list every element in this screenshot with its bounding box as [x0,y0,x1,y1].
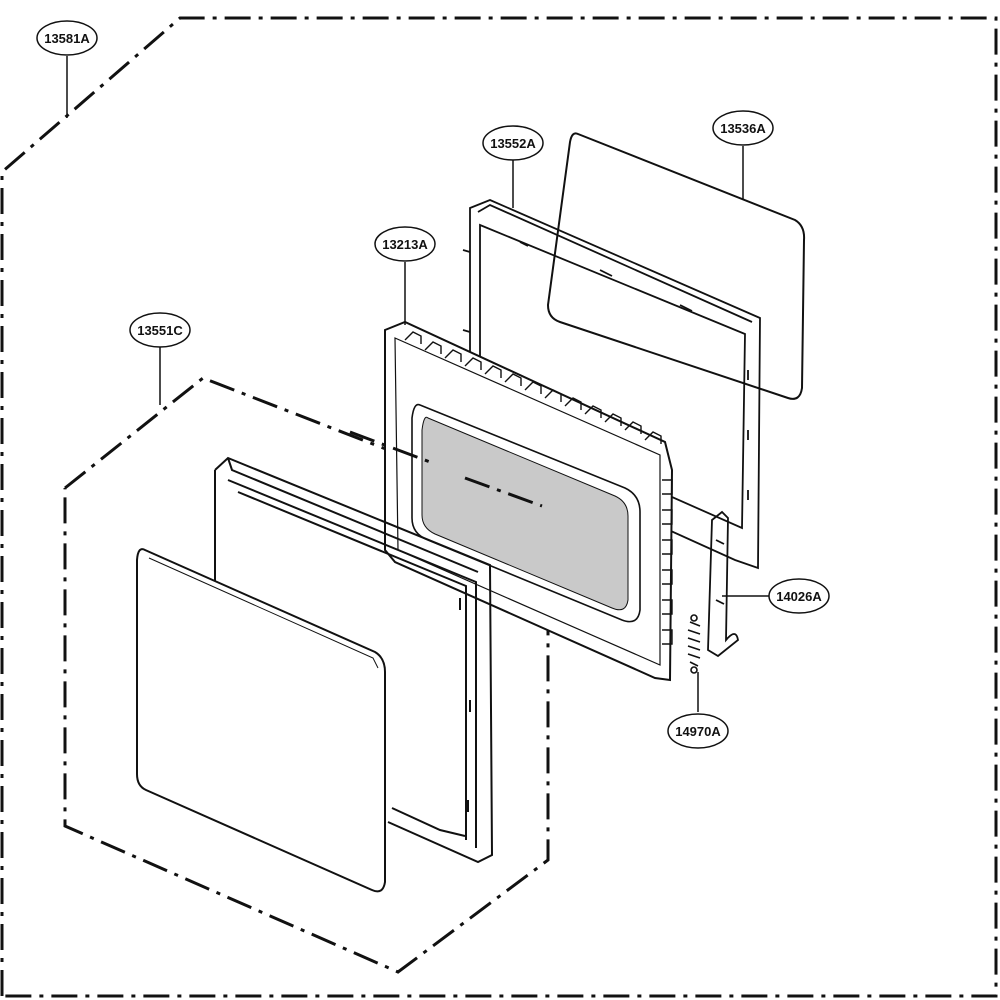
door-assembly-boundary [63,376,550,974]
callout-14026A: 14026A [768,578,830,614]
callout-13551C-label: 13551C [137,323,183,338]
callout-14026A-label: 14026A [776,589,822,604]
callout-13213A: 13213A [374,226,436,262]
spring-part [687,614,701,674]
callout-13581A: 13581A [36,20,98,56]
callout-13536A: 13536A [712,110,774,146]
glass-panel-part [546,132,806,400]
leader-lines [66,56,769,712]
choke-cover-frame-part [462,199,761,570]
door-outer-frame-part [214,456,494,864]
callout-13536A-label: 13536A [720,121,766,136]
hidden-connector-lines [349,430,543,508]
door-front-panel-part [136,548,386,893]
callout-13552A-label: 13552A [490,136,536,151]
callout-13581A-label: 13581A [44,31,90,46]
callout-13551C: 13551C [129,312,191,348]
callout-13213A-label: 13213A [382,237,428,252]
callout-14970A: 14970A [667,713,729,749]
latch-hook-part [707,510,739,658]
callout-13552A: 13552A [482,125,544,161]
callout-14970A-label: 14970A [675,724,721,739]
